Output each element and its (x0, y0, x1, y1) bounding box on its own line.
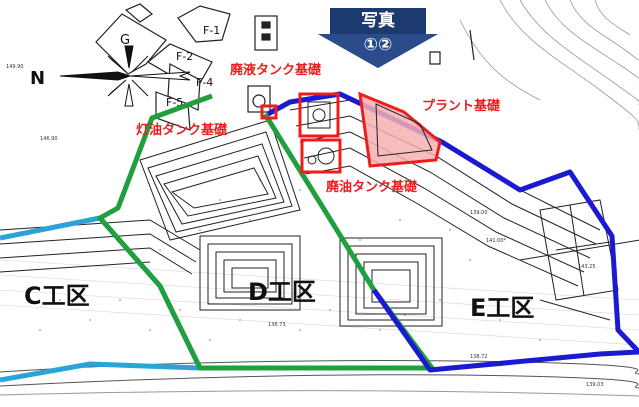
block-label-g: G (120, 33, 130, 48)
block-label-f2: F-2 (176, 50, 193, 63)
tank-symbols (307, 101, 433, 165)
elevation-label: 138.72 (470, 354, 488, 360)
label-plant-foundation: プラント基礎 (422, 98, 501, 114)
terrain-texture (0, 259, 639, 346)
block-label-f4: F-4 (196, 76, 213, 89)
block-label-f1: F-1 (203, 24, 220, 37)
foundation-waste-oil-box (300, 138, 342, 174)
elevation-labels: 139.00 141.00* 143.25 136.73 138.72 139.… (6, 64, 604, 388)
compass-north-label: N (30, 68, 45, 89)
elevation-label: 146.90 (40, 136, 58, 142)
elevation-label: 143.25 (578, 264, 596, 270)
zone-label-d: D工区 (248, 278, 316, 306)
elevation-label: 149.90 (6, 64, 24, 70)
elevation-label: 139.00 (470, 210, 488, 216)
compass-rose (59, 45, 191, 107)
elevation-label: 141.00* (486, 238, 506, 244)
photo-label-title: 写真 (361, 10, 395, 31)
terraces (0, 99, 639, 327)
foundation-labels: 廃液タンク基礎 プラント基礎 灯油タンク基礎 廃油タンク基礎 (136, 62, 501, 195)
zone-label-c: C工区 (24, 282, 90, 310)
photo-banner (318, 8, 438, 68)
terrain-dots (39, 179, 561, 361)
foundation-waste-liquid-box (298, 92, 340, 138)
elevation-label: 139.03 (586, 382, 604, 388)
zone-labels: C工区 D工区 E工区 (24, 278, 534, 322)
label-waste-oil-foundation: 廃油タンク基礎 (325, 179, 418, 195)
foundation-kerosene-box (260, 104, 278, 120)
foundation-plant-area (358, 91, 442, 168)
photo-label-number: ①② (364, 35, 393, 55)
label-waste-liquid-foundation: 廃液タンク基礎 (229, 62, 322, 78)
elevation-label: 136.73 (268, 322, 286, 328)
building-f1 (177, 5, 231, 43)
building-small (254, 15, 278, 51)
zone-label-e: E工区 (470, 294, 534, 322)
hill-contours (459, 0, 639, 130)
label-kerosene-foundation: 灯油タンク基礎 (136, 122, 228, 138)
foundation-markers (260, 91, 442, 174)
buildings (95, 3, 475, 131)
